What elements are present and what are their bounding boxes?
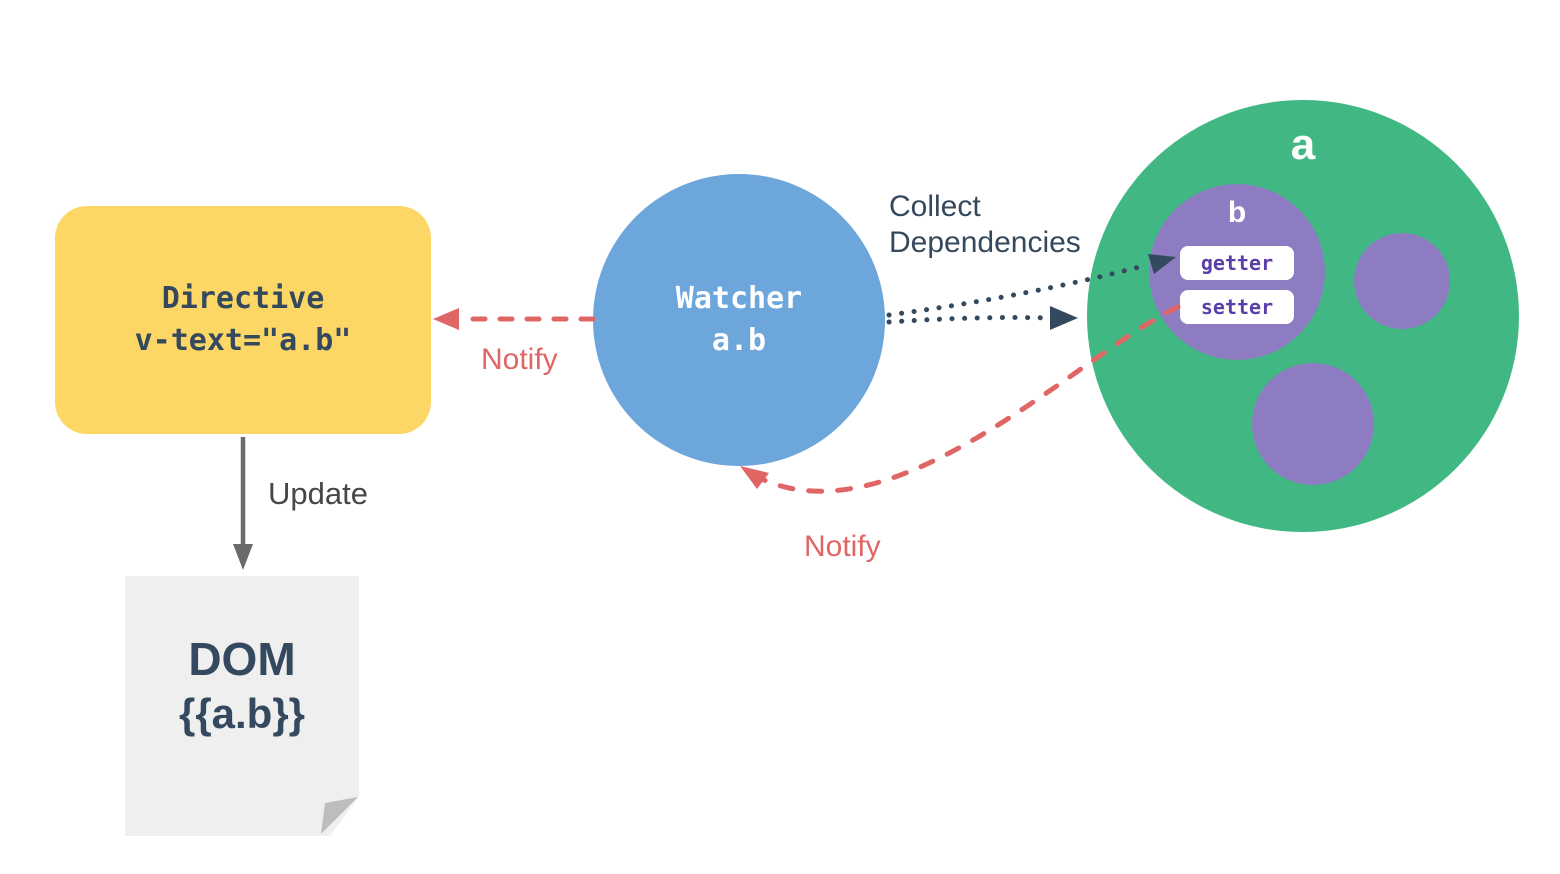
update-label: Update [268,476,368,511]
property-circle-small [1354,233,1450,329]
dom-page: DOM {{a.b}} [125,576,359,836]
setter-box: setter [1180,290,1294,324]
notify-watcher-label: Notify [804,530,881,563]
notify-watcher-arrow-head [740,466,769,489]
update-arrow-head [233,544,253,570]
collect-dependencies-label: Collect Dependencies [889,190,1081,259]
notify-directive-arrow-head [433,308,459,330]
dom-title: DOM [188,633,296,685]
property-b-label: b [1227,196,1247,229]
watcher-circle: Watcher a.b [593,174,885,466]
data-object-label: a [1290,120,1316,169]
collect-dependencies-arrow-data-line [886,315,1053,325]
directive-box: Directive v-text="a.b" [55,206,431,434]
collect-dependencies-arrow-data-head [1050,306,1078,330]
property-b-circle: b getter setter [1149,184,1325,360]
watcher-expression: a.b [711,323,767,358]
property-circle-large [1252,363,1374,485]
notify-directive-label: Notify [481,343,558,376]
dom-binding: {{a.b}} [178,690,306,737]
data-object-circle: a b getter setter [1087,100,1519,532]
watcher-title: Watcher [675,281,803,316]
directive-title: Directive [161,281,325,316]
getter-box: getter [1180,246,1294,280]
directive-expression: v-text="a.b" [134,323,352,358]
